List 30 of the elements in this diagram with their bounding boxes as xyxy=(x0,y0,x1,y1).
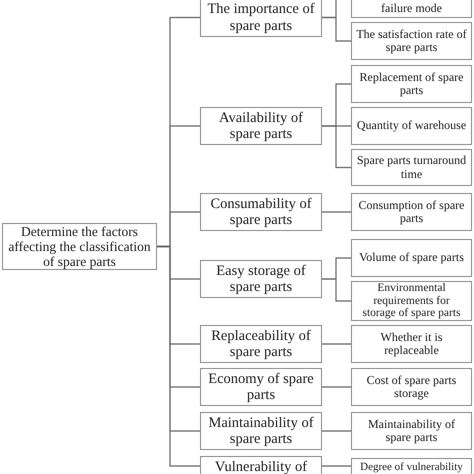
connector-line xyxy=(322,125,351,168)
category-box: Easy storage of spare parts xyxy=(200,260,322,298)
factor-box: Quantity of warehouse xyxy=(351,107,472,145)
connector-line xyxy=(157,246,200,467)
connector-line xyxy=(322,386,351,388)
factor-box: Degree of vulnerability xyxy=(351,458,472,474)
category-box: Replaceability of spare parts xyxy=(200,325,322,363)
factor-box: Volume of spare parts xyxy=(351,239,472,277)
factor-box: The satisfaction rate of spare parts xyxy=(351,22,472,60)
factor-box: Maintainability of spare parts xyxy=(351,412,472,450)
factor-box: Whether it is replaceable xyxy=(351,325,472,363)
factor-box: Replacement of spare parts xyxy=(351,65,472,103)
root-box: Determine the factors affecting the classification of spare parts xyxy=(2,223,157,270)
category-box: Maintainability of spare parts xyxy=(200,412,322,450)
category-box: The importance of spare parts xyxy=(200,0,322,37)
category-box: Availability of spare parts xyxy=(200,107,322,145)
factor-box: failure mode xyxy=(351,0,472,18)
connector-line xyxy=(322,430,351,432)
category-box: Vulnerability of xyxy=(200,456,322,474)
category-box: Consumability of spare parts xyxy=(200,193,322,231)
connector-line xyxy=(322,465,351,467)
connector-line xyxy=(322,278,351,302)
connector-line xyxy=(322,211,351,213)
category-box: Economy of spare parts xyxy=(200,368,322,406)
connector-line xyxy=(322,343,351,345)
factor-box: Spare parts turnaround time xyxy=(351,149,472,186)
factor-box: Consumption of spare parts xyxy=(351,193,472,231)
factor-box: Cost of spare parts storage xyxy=(351,368,472,406)
connector-line xyxy=(322,16,351,42)
factor-box: Environmental requirements for storage of spare parts xyxy=(351,281,472,321)
